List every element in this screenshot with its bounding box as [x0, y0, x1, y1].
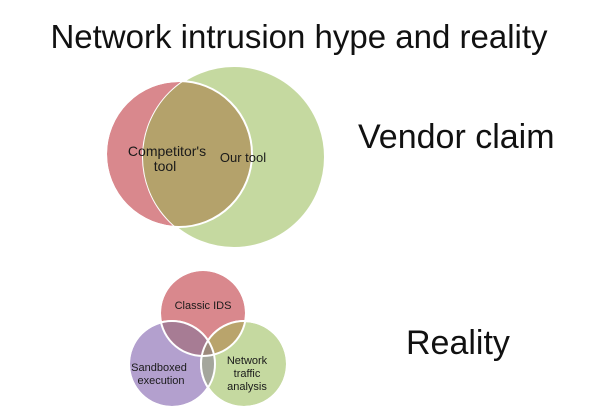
competitor-tool-outline — [105, 80, 253, 228]
network-traffic-label-line3: analysis — [227, 381, 267, 393]
ids-traffic-overlap — [201, 321, 246, 356]
ids-sandbox-overlap — [160, 321, 215, 356]
network-traffic-label-line1: Network — [227, 355, 268, 367]
reality-venn: Classic IDS Sandboxed execution Network … — [128, 269, 288, 408]
vendor-overlap-region — [143, 81, 252, 227]
vendor-claim-venn: Competitor's tool Our tool — [105, 65, 326, 249]
our-tool-label: Our tool — [220, 150, 266, 165]
sandboxed-execution-label-line1: Sandboxed — [131, 362, 187, 374]
classic-ids-outline — [159, 269, 247, 357]
vendor-claim-label: Vendor claim — [358, 118, 555, 156]
reality-label: Reality — [406, 324, 510, 362]
competitor-tool-label-line2: tool — [154, 158, 177, 174]
sandboxed-execution-outline — [128, 320, 216, 408]
network-traffic-label-line2: traffic — [234, 368, 261, 380]
sandboxed-execution-label-line2: execution — [137, 375, 184, 387]
competitor-tool-label-line1: Competitor's — [128, 143, 206, 159]
slide-title: Network intrusion hype and reality — [50, 18, 548, 55]
network-traffic-analysis-outline — [200, 320, 288, 408]
classic-ids-label: Classic IDS — [175, 300, 232, 312]
